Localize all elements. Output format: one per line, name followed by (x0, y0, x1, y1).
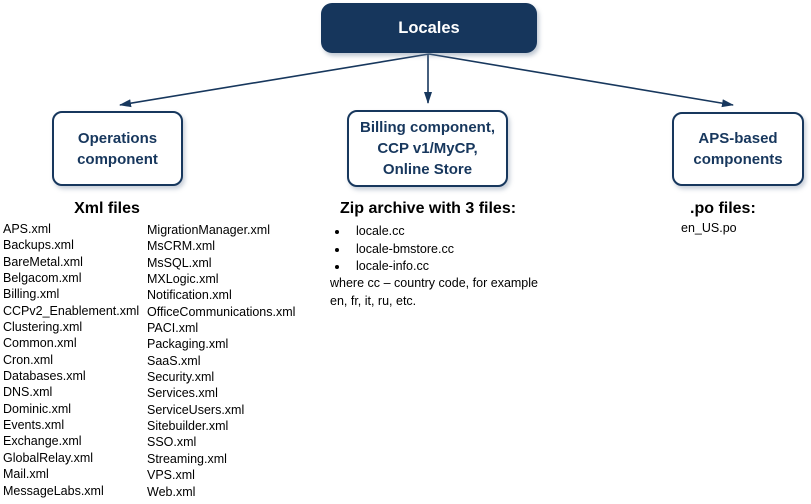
xml-file-item: SSO.xml (147, 435, 197, 450)
xml-file-item: Clustering.xml (3, 320, 83, 335)
bullet-icon (335, 265, 339, 270)
xml-file-item: VPS.xml (147, 468, 195, 483)
xml-file-item: OfficeCommunications.xml (147, 304, 296, 319)
billing-component-label: Billing component, CCP v1/MyCP, Online S… (360, 119, 495, 178)
operations-component-node: Operations component (52, 111, 183, 186)
billing-component-node: Billing component, CCP v1/MyCP, Online S… (347, 110, 508, 187)
xml-file-item: CCPv2_Enablement.xml (3, 303, 140, 318)
arrow-locales-to-aps (428, 53, 734, 108)
xml-file-item: PACI.xml (147, 321, 199, 336)
po-files-title: .po files: (690, 200, 756, 217)
zip-file-item: locale-info.cc (330, 259, 454, 277)
arrow-locales-to-operations (119, 53, 430, 108)
xml-file-item: MXLogic.xml (147, 272, 219, 287)
xml-file-item: Events.xml (3, 418, 65, 433)
zip-file-item-label: locale-bmstore.cc (356, 241, 454, 256)
zip-file-item-label: locale.cc (356, 224, 405, 238)
zip-file-item: locale.cc (330, 224, 454, 242)
locales-node: Locales (321, 3, 537, 53)
xml-file-item: MigrationManager.xml (147, 223, 270, 237)
bullet-icon (335, 230, 339, 234)
xml-file-item: MsSQL.xml (147, 255, 212, 270)
xml-file-item: Sitebuilder.xml (147, 419, 229, 434)
xml-file-item: Common.xml (3, 336, 77, 351)
xml-file-item: SaaS.xml (147, 353, 201, 368)
xml-file-item: Mail.xml (3, 467, 49, 482)
xml-file-item: Cron.xml (3, 352, 54, 367)
zip-file-item-label: locale-info.cc (356, 259, 429, 274)
xml-file-item: Packaging.xml (147, 337, 229, 352)
xml-file-item: BareMetal.xml (3, 254, 83, 269)
aps-components-label: APS-based components (693, 130, 783, 168)
po-file-item: en_US.po (681, 221, 737, 235)
xml-file-item: DNS.xml (3, 385, 53, 400)
zip-file-item: locale-bmstore.cc (330, 242, 454, 260)
country-code-note: where cc – country code, for example en,… (330, 276, 538, 308)
bullet-icon (335, 247, 339, 252)
xml-file-item: Billing.xml (3, 287, 60, 302)
xml-file-item: GlobalRelay.xml (3, 450, 94, 465)
xml-file-item: Backups.xml (3, 238, 74, 253)
xml-file-item: APS.xml (3, 222, 51, 236)
xml-file-item: Belgacom.xml (3, 271, 82, 286)
zip-archive-title: Zip archive with 3 files: (340, 200, 517, 217)
xml-files-title: Xml files (74, 200, 140, 217)
xml-file-item: Exchange.xml (3, 434, 82, 449)
xml-file-item: Databases.xml (3, 369, 86, 384)
xml-file-item: ServiceUsers.xml (147, 402, 245, 417)
xml-file-item: Dominic.xml (3, 401, 72, 416)
xml-file-item: Services.xml (147, 386, 218, 401)
aps-components-node: APS-based components (672, 112, 804, 186)
xml-file-item: Notification.xml (147, 288, 232, 303)
xml-file-item: Streaming.xml (147, 451, 227, 466)
xml-file-item: Security.xml (147, 370, 215, 385)
xml-file-item: Web.xml (147, 484, 196, 499)
operations-component-label: Operations component (77, 129, 158, 168)
xml-file-item: MsCRM.xml (147, 239, 216, 254)
zip-file-bullet-list: locale.cc locale-bmstore.cc locale-info.… (330, 224, 454, 277)
xml-file-item: MessageLabs.xml (3, 483, 104, 498)
locales-node-label: Locales (398, 18, 460, 37)
